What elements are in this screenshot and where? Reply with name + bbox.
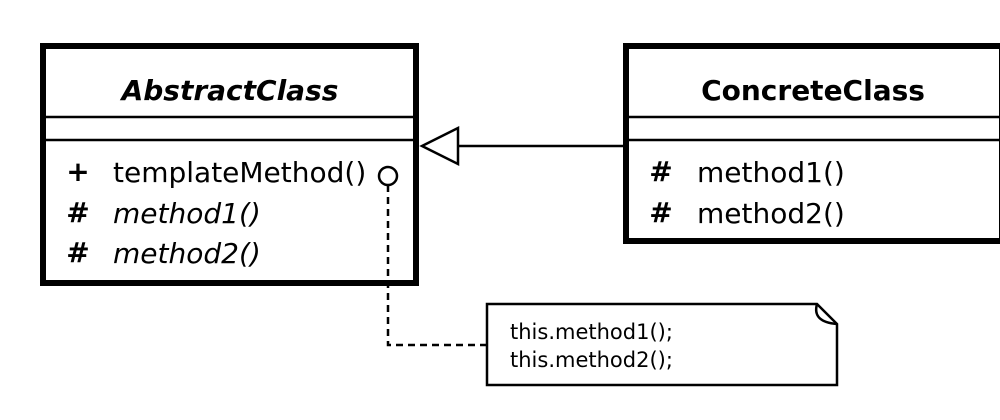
hollow-triangle-arrowhead-icon bbox=[419, 125, 460, 167]
abstract-op-visibility: + bbox=[66, 155, 89, 188]
note-anchor bbox=[377, 165, 487, 347]
code-note[interactable]: this.method1(); this.method2(); bbox=[485, 302, 839, 387]
concrete-op-visibility: # bbox=[649, 196, 672, 229]
abstract-op-template-method[interactable]: templateMethod() bbox=[113, 156, 366, 189]
abstract-op-visibility: # bbox=[66, 236, 89, 269]
generalization-arrow bbox=[419, 125, 626, 167]
abstract-class-box[interactable]: AbstractClass + templateMethod() # metho… bbox=[40, 43, 419, 286]
concrete-class-box[interactable]: ConcreteClass # method1() # method2() bbox=[623, 43, 1000, 244]
concrete-op-visibility: # bbox=[649, 155, 672, 188]
abstract-op-visibility: # bbox=[66, 196, 89, 229]
abstract-op-method1[interactable]: method1() bbox=[113, 197, 261, 230]
concrete-op-method1[interactable]: method1() bbox=[697, 156, 845, 189]
note-line-2: this.method2(); bbox=[510, 348, 673, 372]
concrete-class-name: ConcreteClass bbox=[701, 74, 925, 107]
abstract-class-name: AbstractClass bbox=[120, 74, 339, 107]
concrete-class-border bbox=[623, 43, 1000, 244]
note-connector-dashed-line bbox=[386, 185, 487, 347]
note-line-1: this.method1(); bbox=[510, 320, 673, 344]
concrete-op-method2[interactable]: method2() bbox=[697, 197, 845, 230]
abstract-op-method2[interactable]: method2() bbox=[113, 237, 261, 270]
note-border bbox=[485, 302, 839, 387]
note-folded-corner-icon bbox=[814, 303, 838, 326]
note-anchor-circle-icon bbox=[377, 165, 399, 187]
abstract-class-border bbox=[40, 43, 419, 286]
